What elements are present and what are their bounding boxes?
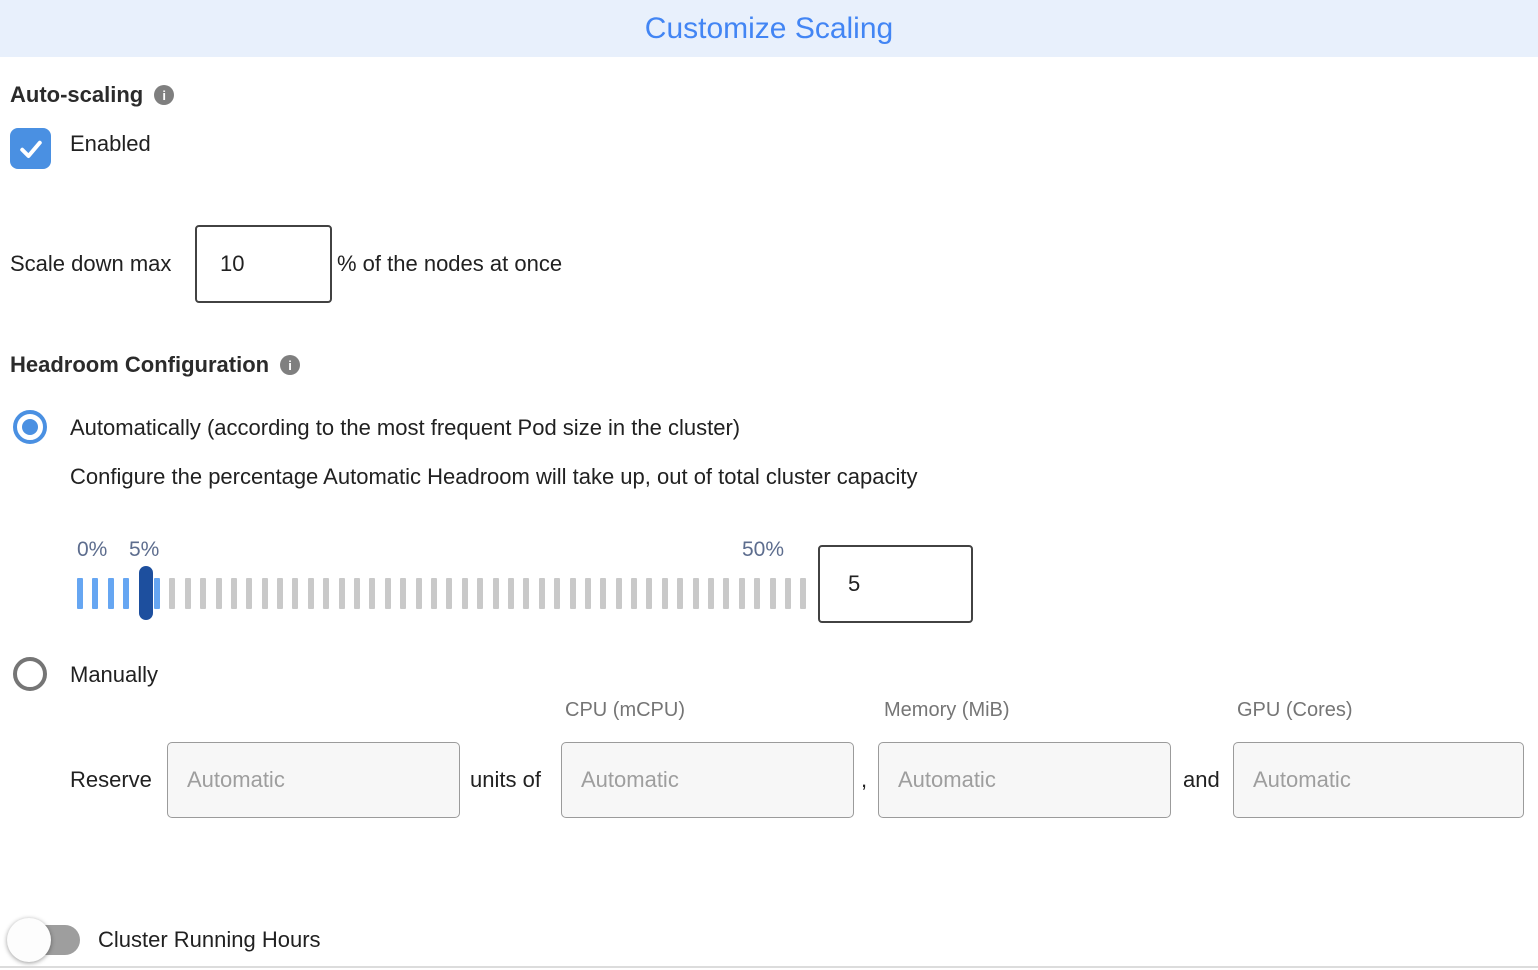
and-separator-label: and [1183, 767, 1220, 792]
slider-current-label: 5% [129, 538, 160, 561]
reserve-units-input[interactable] [167, 742, 460, 818]
headroom-automatic-radio[interactable] [13, 410, 47, 444]
headroom-heading-label: Headroom Configuration [10, 352, 270, 377]
gpu-column-header: GPU (Cores) [1237, 699, 1353, 721]
headroom-info-icon[interactable]: i [280, 355, 301, 375]
headroom-percentage-input[interactable] [818, 545, 973, 623]
headroom-manual-radio[interactable] [13, 657, 47, 691]
radio-dot-icon [22, 419, 38, 435]
reserve-cpu-input[interactable] [561, 742, 854, 818]
auto-scaling-enabled-label[interactable]: Enabled [70, 131, 151, 156]
scale-down-suffix-label: % of the nodes at once [337, 251, 563, 276]
auto-scaling-info-icon[interactable]: i [154, 85, 175, 105]
dialog-title: Customize Scaling [644, 11, 894, 45]
check-icon [19, 140, 42, 158]
bottom-divider [0, 966, 1538, 968]
slider-min-label: 0% [77, 538, 108, 561]
headroom-automatic-radio-label[interactable]: Automatically (according to the most fre… [70, 415, 741, 440]
reserve-gpu-input[interactable] [1233, 742, 1524, 818]
reserve-memory-input[interactable] [878, 742, 1171, 818]
dialog-header: Customize Scaling [0, 0, 1538, 57]
units-of-label: units of [470, 767, 541, 792]
scale-down-max-input[interactable] [195, 225, 332, 303]
headroom-manual-radio-label[interactable]: Manually [70, 662, 159, 687]
headroom-automatic-description: Configure the percentage Automatic Headr… [70, 464, 918, 489]
memory-column-header: Memory (MiB) [884, 699, 1010, 721]
headroom-slider-handle[interactable] [139, 566, 153, 620]
headroom-heading: Headroom Configuration i [10, 352, 301, 378]
reserve-label: Reserve [70, 767, 152, 792]
cluster-running-hours-label[interactable]: Cluster Running Hours [98, 927, 321, 952]
auto-scaling-enabled-checkbox[interactable] [10, 128, 51, 169]
auto-scaling-heading-label: Auto-scaling [10, 82, 144, 107]
slider-max-label: 50% [742, 538, 785, 561]
scale-down-prefix-label: Scale down max [10, 251, 172, 276]
headroom-slider-track[interactable] [77, 578, 807, 609]
comma-separator-label: , [861, 767, 868, 792]
toggle-knob-icon [7, 918, 51, 962]
cpu-column-header: CPU (mCPU) [565, 699, 685, 721]
auto-scaling-heading: Auto-scaling i [10, 82, 175, 108]
